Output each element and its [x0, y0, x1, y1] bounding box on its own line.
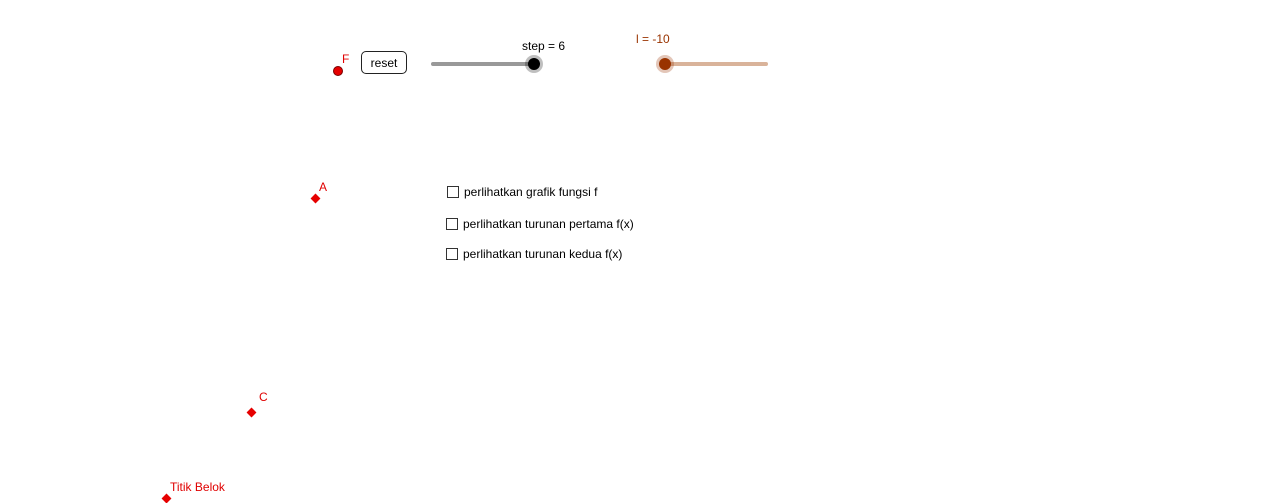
checkbox-show-graph-f-box[interactable] — [447, 186, 459, 198]
point-a[interactable] — [310, 193, 321, 204]
step-slider-caption: step = 6 — [522, 39, 566, 53]
checkbox-show-first-derivative-label: perlihatkan turunan pertama f(x) — [463, 217, 634, 231]
point-titik-belok[interactable] — [161, 493, 172, 503]
step-slider-knob-ring[interactable] — [525, 55, 543, 73]
l-slider-knob-ring[interactable] — [656, 55, 674, 73]
l-slider-track[interactable] — [664, 62, 768, 66]
point-c[interactable] — [246, 407, 257, 418]
checkbox-show-second-derivative-box[interactable] — [446, 248, 458, 260]
checkbox-show-first-derivative-box[interactable] — [446, 218, 458, 230]
point-c-label: C — [259, 390, 268, 404]
l-slider-caption: l = -10 — [636, 32, 670, 46]
l-slider-knob[interactable] — [659, 58, 671, 70]
checkbox-show-second-derivative-label: perlihatkan turunan kedua f(x) — [463, 247, 623, 261]
point-f-label: F — [342, 52, 350, 66]
reset-button[interactable]: reset — [361, 51, 407, 74]
checkbox-show-second-derivative[interactable]: perlihatkan turunan kedua f(x) — [446, 247, 622, 261]
point-a-label: A — [319, 180, 328, 194]
point-f[interactable] — [333, 66, 343, 76]
point-titik-belok-label: Titik Belok — [170, 480, 225, 494]
checkbox-show-graph-f[interactable]: perlihatkan grafik fungsi f — [447, 185, 597, 199]
step-slider-track[interactable] — [431, 62, 534, 66]
step-slider-knob[interactable] — [528, 58, 540, 70]
step-slider[interactable] — [431, 54, 543, 74]
checkbox-show-graph-f-label: perlihatkan grafik fungsi f — [464, 185, 598, 199]
l-slider[interactable] — [656, 54, 770, 74]
checkbox-show-first-derivative[interactable]: perlihatkan turunan pertama f(x) — [446, 217, 634, 231]
